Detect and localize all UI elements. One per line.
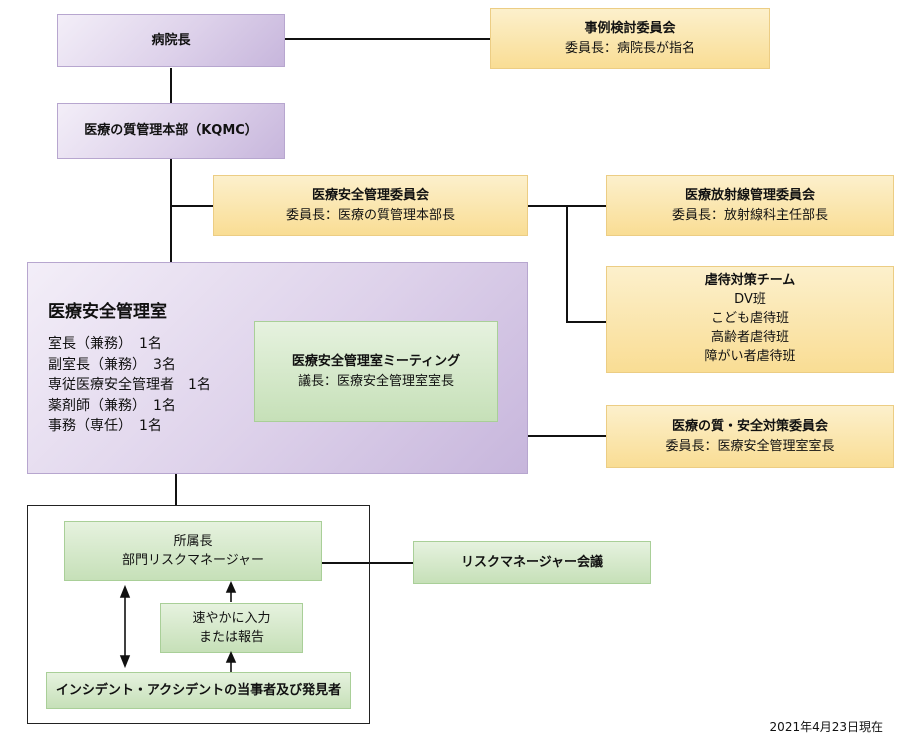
connector-trunk-safety-committee bbox=[170, 205, 214, 207]
abuse-team-title: 虐待対策チーム bbox=[704, 273, 796, 289]
safety-office-staff-list: 室長（兼務） 1名 副室長（兼務） 3名 専従医療安全管理者 1名 薬剤師（兼務… bbox=[48, 334, 211, 437]
as-of-date: 2021年4月23日現在 bbox=[769, 720, 883, 734]
case-review-committee-box: 事例検討委員会 委員長：病院長が指名 bbox=[490, 8, 770, 69]
kqmc-box: 医療の質管理本部（KQMC） bbox=[57, 103, 285, 159]
radiation-committee-title: 医療放射線管理委員会 bbox=[684, 188, 815, 203]
safety-committee-title: 医療安全管理委員会 bbox=[311, 188, 429, 203]
staff-item: 室長（兼務） 1名 bbox=[48, 336, 162, 352]
reporters-label: インシデント・アクシデントの当事者及び発見者 bbox=[55, 682, 342, 698]
dept-head-line1: 所属長 bbox=[173, 533, 213, 549]
risk-manager-meeting-box: リスクマネージャー会議 bbox=[413, 541, 651, 584]
quality-safety-committee-chair: 委員長：医療安全管理室室長 bbox=[665, 438, 835, 454]
connector-kqmc-office bbox=[170, 159, 172, 263]
office-meeting-title: 医療安全管理室ミーティング bbox=[291, 354, 461, 369]
abuse-team-group: DV班 bbox=[734, 292, 766, 308]
connector-branch-vertical bbox=[566, 205, 568, 323]
staff-item: 専従医療安全管理者 1名 bbox=[48, 377, 211, 393]
abuse-team-group: 障がい者虐待班 bbox=[704, 348, 796, 364]
risk-manager-meeting-label: リスクマネージャー会議 bbox=[460, 554, 604, 570]
radiation-committee-box: 医療放射線管理委員会 委員長：放射線科主任部長 bbox=[606, 175, 894, 236]
report-line2: または報告 bbox=[198, 630, 264, 645]
director-label: 病院長 bbox=[151, 32, 191, 48]
case-review-chair: 委員長：病院長が指名 bbox=[564, 40, 695, 56]
office-meeting-chair: 議長：医療安全管理室室長 bbox=[297, 373, 454, 389]
department-frame bbox=[27, 505, 370, 724]
connector-office-quality bbox=[528, 435, 607, 437]
safety-committee-box: 医療安全管理委員会 委員長：医療の質管理本部長 bbox=[213, 175, 528, 236]
kqmc-label: 医療の質管理本部（KQMC） bbox=[84, 123, 258, 139]
connector-office-dept bbox=[175, 474, 177, 506]
dept-head-line2: 部門リスクマネージャー bbox=[121, 553, 265, 568]
dept-head-box: 所属長 部門リスクマネージャー bbox=[64, 521, 322, 581]
arrow-head-down bbox=[119, 655, 131, 669]
arrow-report-to-dept-head bbox=[225, 581, 237, 593]
office-meeting-box: 医療安全管理室ミーティング 議長：医療安全管理室室長 bbox=[254, 321, 498, 422]
abuse-team-box: 虐待対策チーム DV班 こども虐待班 高齢者虐待班 障がい者虐待班 bbox=[606, 266, 894, 373]
connector-branch-abuse bbox=[566, 321, 607, 323]
safety-office-title: 医療安全管理室 bbox=[48, 302, 167, 322]
report-line1: 速やかに入力 bbox=[192, 610, 271, 626]
staff-item: 事務（専任） 1名 bbox=[48, 418, 162, 434]
abuse-team-group: こども虐待班 bbox=[710, 311, 789, 327]
reporters-box: インシデント・アクシデントの当事者及び発見者 bbox=[46, 672, 351, 709]
case-review-title: 事例検討委員会 bbox=[584, 21, 676, 36]
quality-safety-committee-title: 医療の質・安全対策委員会 bbox=[671, 419, 828, 434]
staff-item: 薬剤師（兼務） 1名 bbox=[48, 397, 176, 414]
quality-safety-committee-box: 医療の質・安全対策委員会 委員長：医療安全管理室室長 bbox=[606, 405, 894, 468]
safety-committee-chair: 委員長：医療の質管理本部長 bbox=[285, 207, 455, 223]
report-box: 速やかに入力 または報告 bbox=[160, 603, 303, 653]
connector-director-kqmc bbox=[170, 68, 172, 104]
arrow-head-up bbox=[119, 584, 131, 598]
abuse-team-group: 高齢者虐待班 bbox=[710, 329, 789, 345]
connector-director-caseview bbox=[285, 38, 491, 40]
connector-dept-riskmeeting bbox=[322, 562, 414, 564]
arrow-reporters-to-report-head bbox=[225, 651, 237, 663]
director-box: 病院長 bbox=[57, 14, 285, 67]
staff-item: 副室長（兼務） 3名 bbox=[48, 356, 176, 373]
radiation-committee-chair: 委員長：放射線科主任部長 bbox=[671, 207, 828, 223]
